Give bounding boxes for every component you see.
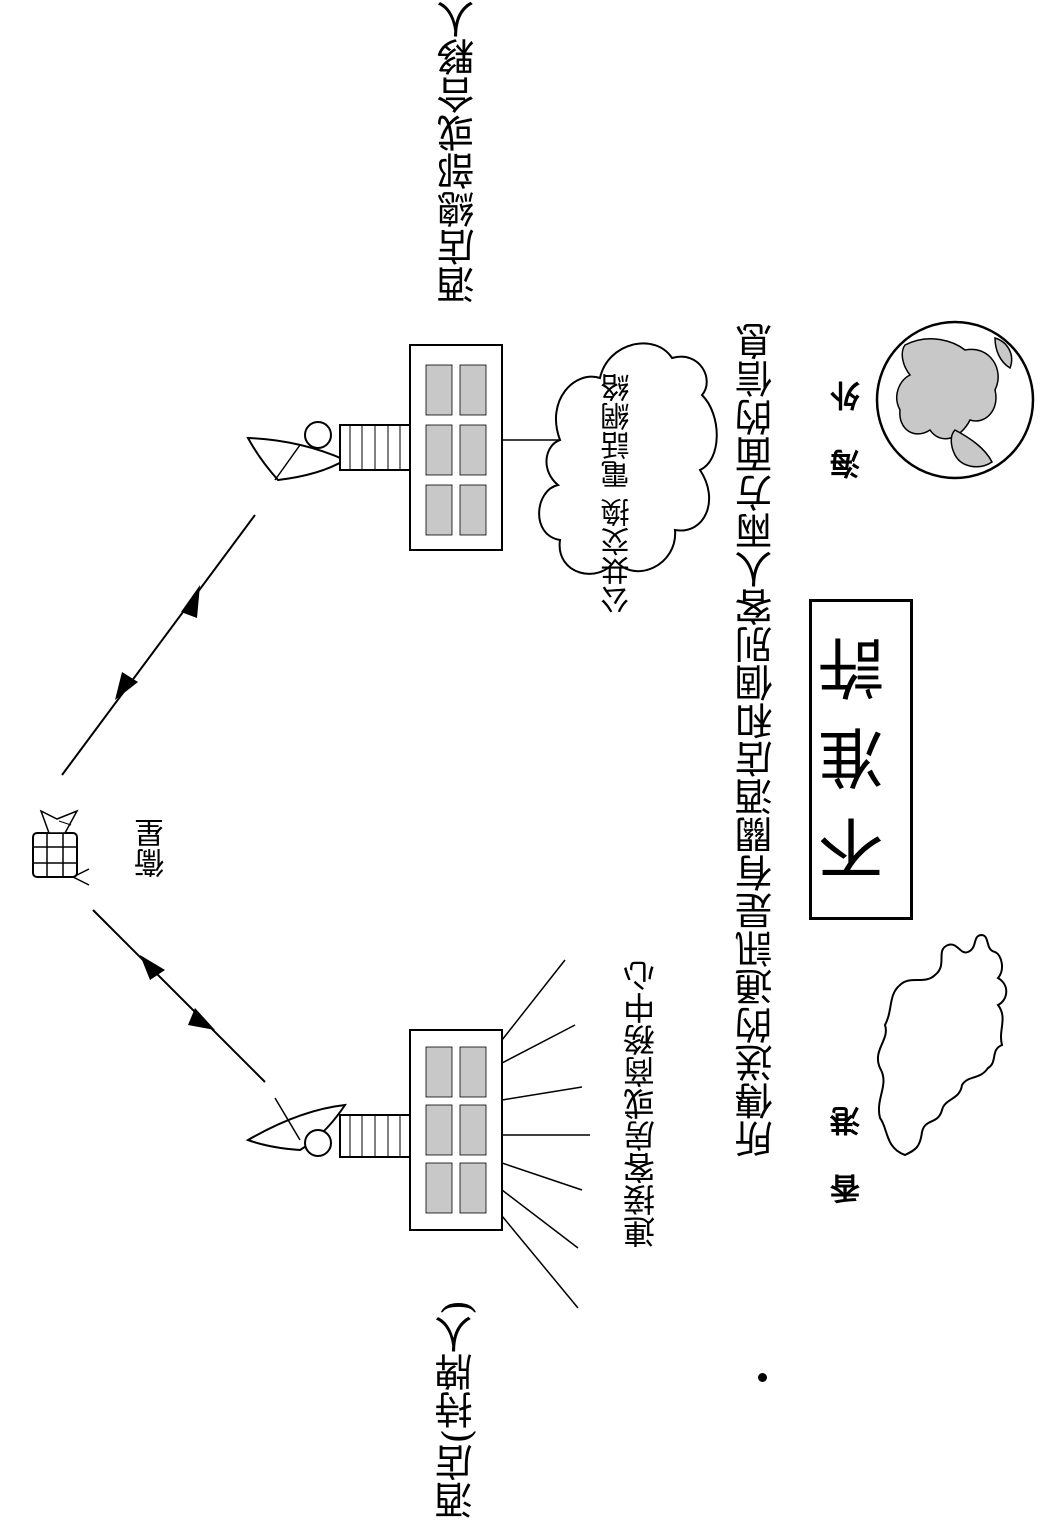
pstn-label-line-1: 公共交換 xyxy=(600,498,634,615)
bullet-dot xyxy=(758,1373,767,1382)
dish-antenna-icon-right xyxy=(246,421,411,482)
window-grid-left xyxy=(425,1046,487,1214)
left-station xyxy=(245,959,590,1309)
hotel-building-left xyxy=(409,1029,503,1231)
window-grid-right xyxy=(425,364,487,536)
uplink-left xyxy=(92,909,266,1083)
bullet-statement: 所傳送的通訊是有關酒店和個別客人兩方面的信息 xyxy=(735,322,779,1158)
globe-icon xyxy=(875,320,1035,480)
right-station xyxy=(246,342,718,575)
cloud-icon xyxy=(538,342,718,575)
notice-box xyxy=(809,599,913,920)
hotel-licensee-label: 酒店(持牌人) xyxy=(435,1300,479,1520)
satellite-icon xyxy=(32,809,90,886)
satellite-label: 衞星 xyxy=(135,818,170,878)
overseas-label: 海外 xyxy=(831,343,866,479)
hotel-building-right xyxy=(409,344,503,551)
uplink-right xyxy=(61,514,256,776)
hong-kong-label: 香港 xyxy=(831,1068,866,1204)
pstn-label: 公共交換 電話網絡 xyxy=(600,373,635,614)
hong-kong-map-icon xyxy=(877,933,1008,1157)
notice-text: 不准許 xyxy=(818,612,895,882)
pstn-label-line-2: 電話網絡 xyxy=(600,373,634,489)
hotel-hq-label: 酒店總部或合夥人 xyxy=(437,0,481,304)
connect-rooms-label: 連接客房或商務中心 xyxy=(622,960,660,1248)
room-lines xyxy=(501,959,590,1309)
dish-antenna-icon-left xyxy=(245,1097,411,1158)
